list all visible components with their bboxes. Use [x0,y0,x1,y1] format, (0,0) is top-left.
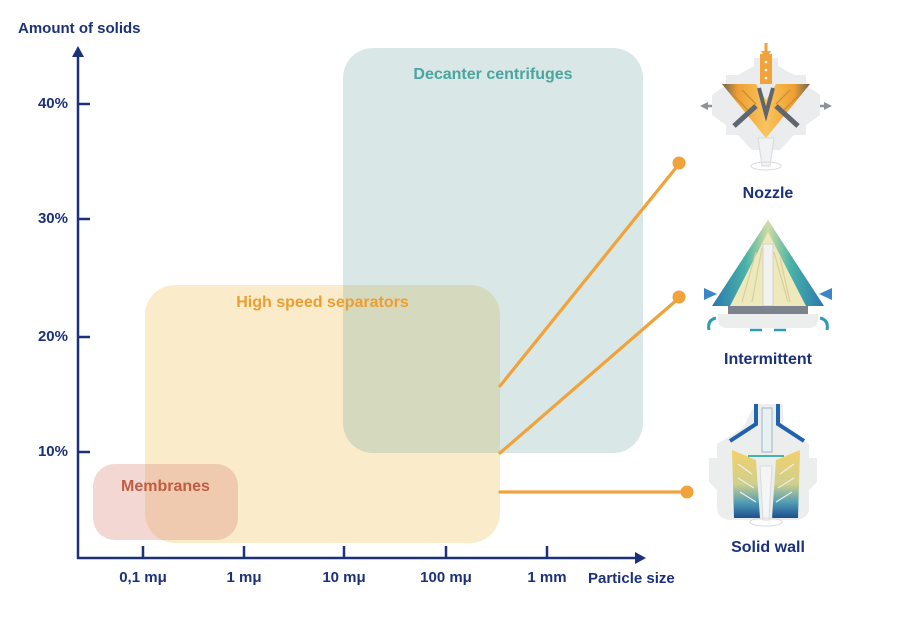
x-tick-label-100mu: 100 mμ [420,569,472,586]
x-axis-arrowhead [635,552,646,564]
x-tick-label-01mu: 0,1 mμ [119,569,167,586]
region-high-speed-separators [145,285,500,543]
nozzle-illustration [700,40,832,172]
y-tick-label-20: 20% [37,328,68,345]
solid-wall-separator-icon [709,404,817,527]
intermittent-illustration [704,218,832,340]
region-membranes [93,464,238,540]
nozzle-label: Nozzle [742,185,794,202]
x-tick-label-10mu: 10 mμ [322,569,366,586]
nozzle-connector-dot [672,156,686,170]
y-tick-label-30: 30% [37,210,68,227]
x-tick-label-1mu: 1 mμ [226,569,262,586]
membranes-label: Membranes [121,478,210,495]
nozzle-separator-icon [700,43,832,171]
intermittent-separator-icon [704,220,832,332]
solid-wall-connector-dot [680,485,694,499]
intermittent-connector-dot [672,290,686,304]
y-axis-title: Amount of solids [18,20,141,37]
decanter-centrifuges-label: Decanter centrifuges [413,66,573,83]
intermittent-label: Intermittent [724,351,812,368]
y-tick-label-40: 40% [37,95,68,112]
y-tick-label-10: 10% [37,443,68,460]
solid-wall-illustration [708,402,824,532]
x-tick-label-1mm: 1 mm [527,569,567,586]
y-axis-arrowhead [72,46,84,57]
region-decanter-centrifuges [343,48,643,453]
x-axis-title: Particle size [588,570,675,587]
solid-wall-label: Solid wall [731,539,805,556]
high-speed-separators-label: High speed separators [236,294,409,311]
